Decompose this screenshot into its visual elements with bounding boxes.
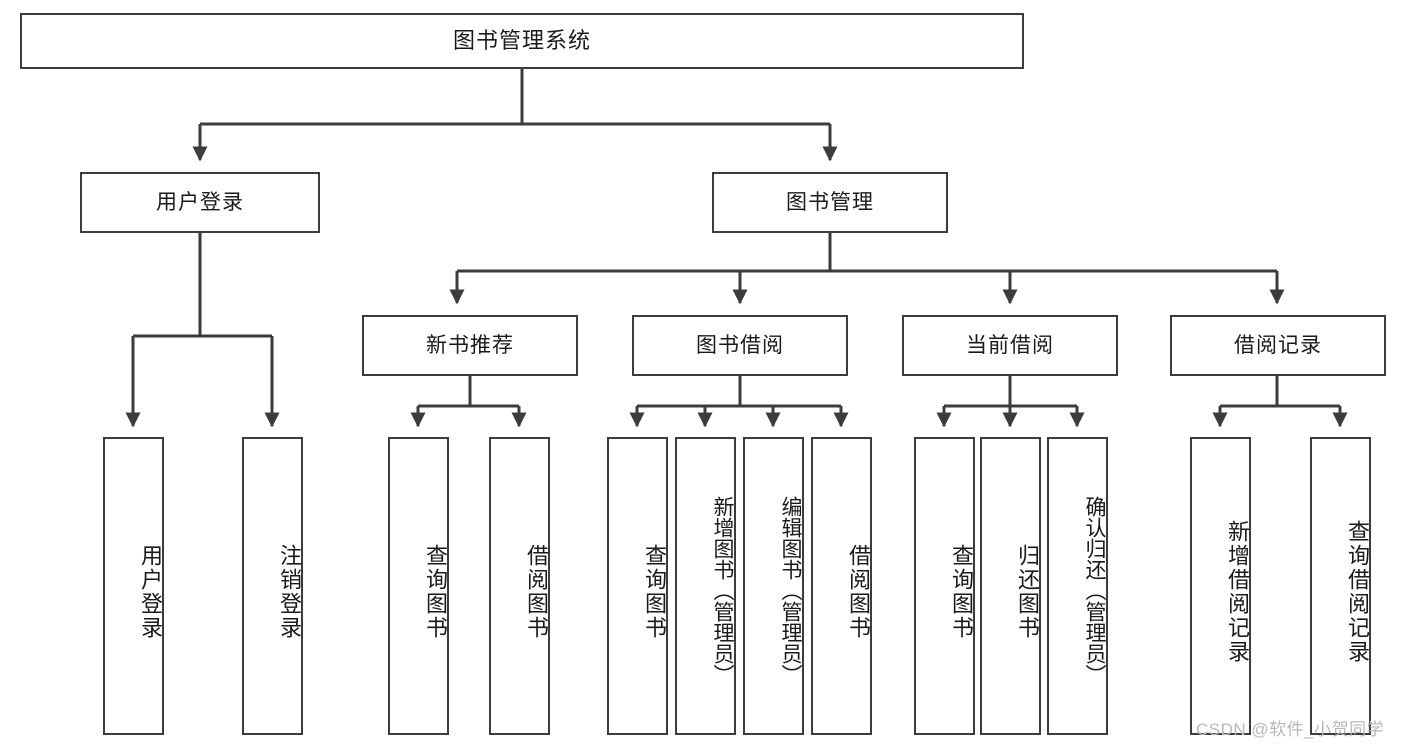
- leaf-add-borrowing-record[interactable]: 新增借阅记录: [1190, 437, 1251, 735]
- node-new-book-recommendation[interactable]: 新书推荐: [362, 315, 578, 376]
- leaf-query-borrowing-record[interactable]: 查询借阅记录: [1310, 437, 1371, 735]
- leaf-return-book[interactable]: 归还图书: [980, 437, 1041, 735]
- node-label: 用户登录: [138, 544, 163, 640]
- node-label: 图书管理: [786, 190, 874, 214]
- csdn-watermark: CSDN @软件_小贺同学: [1196, 720, 1385, 739]
- node-label: 查询借阅记录: [1345, 520, 1370, 664]
- node-label: 图书借阅: [696, 333, 784, 357]
- node-label: 新增借阅记录: [1225, 520, 1250, 664]
- leaf-user-login[interactable]: 用户登录: [103, 437, 164, 735]
- node-label: 新书推荐: [426, 333, 514, 357]
- node-label: 图书管理系统: [452, 27, 591, 53]
- leaf-confirm-return-admin[interactable]: 确认归还（管理员）: [1047, 437, 1108, 735]
- node-book-management[interactable]: 图书管理: [712, 172, 948, 233]
- node-label: 归还图书: [1015, 544, 1040, 640]
- node-label: 确认归还（管理员）: [1083, 495, 1106, 685]
- leaf-query-book-current[interactable]: 查询图书: [914, 437, 975, 735]
- leaf-query-book-recommendation[interactable]: 查询图书: [388, 437, 449, 735]
- leaf-borrow-book-recommendation[interactable]: 借阅图书: [489, 437, 550, 735]
- node-current-borrowing[interactable]: 当前借阅: [902, 315, 1118, 376]
- node-borrowing-records[interactable]: 借阅记录: [1170, 315, 1386, 376]
- node-book-borrowing[interactable]: 图书借阅: [632, 315, 848, 376]
- leaf-add-book-admin[interactable]: 新增图书（管理员）: [675, 437, 736, 735]
- node-label: 新增图书（管理员）: [711, 495, 734, 685]
- leaf-logout[interactable]: 注销登录: [242, 437, 303, 735]
- node-label: 当前借阅: [966, 333, 1054, 357]
- node-user-login[interactable]: 用户登录: [80, 172, 320, 233]
- node-label: 用户登录: [156, 190, 244, 214]
- node-label: 借阅图书: [524, 544, 549, 640]
- leaf-query-book-borrowing[interactable]: 查询图书: [607, 437, 668, 735]
- node-label: 借阅记录: [1234, 333, 1322, 357]
- node-label: 查询图书: [423, 544, 448, 640]
- node-label: 借阅图书: [846, 544, 871, 640]
- node-root-book-management-system[interactable]: 图书管理系统: [20, 13, 1024, 69]
- leaf-borrow-book-borrowing[interactable]: 借阅图书: [811, 437, 872, 735]
- node-label: 编辑图书（管理员）: [779, 495, 802, 685]
- node-label: 注销登录: [277, 544, 302, 640]
- leaf-edit-book-admin[interactable]: 编辑图书（管理员）: [743, 437, 804, 735]
- node-label: 查询图书: [949, 544, 974, 640]
- node-label: 查询图书: [642, 544, 667, 640]
